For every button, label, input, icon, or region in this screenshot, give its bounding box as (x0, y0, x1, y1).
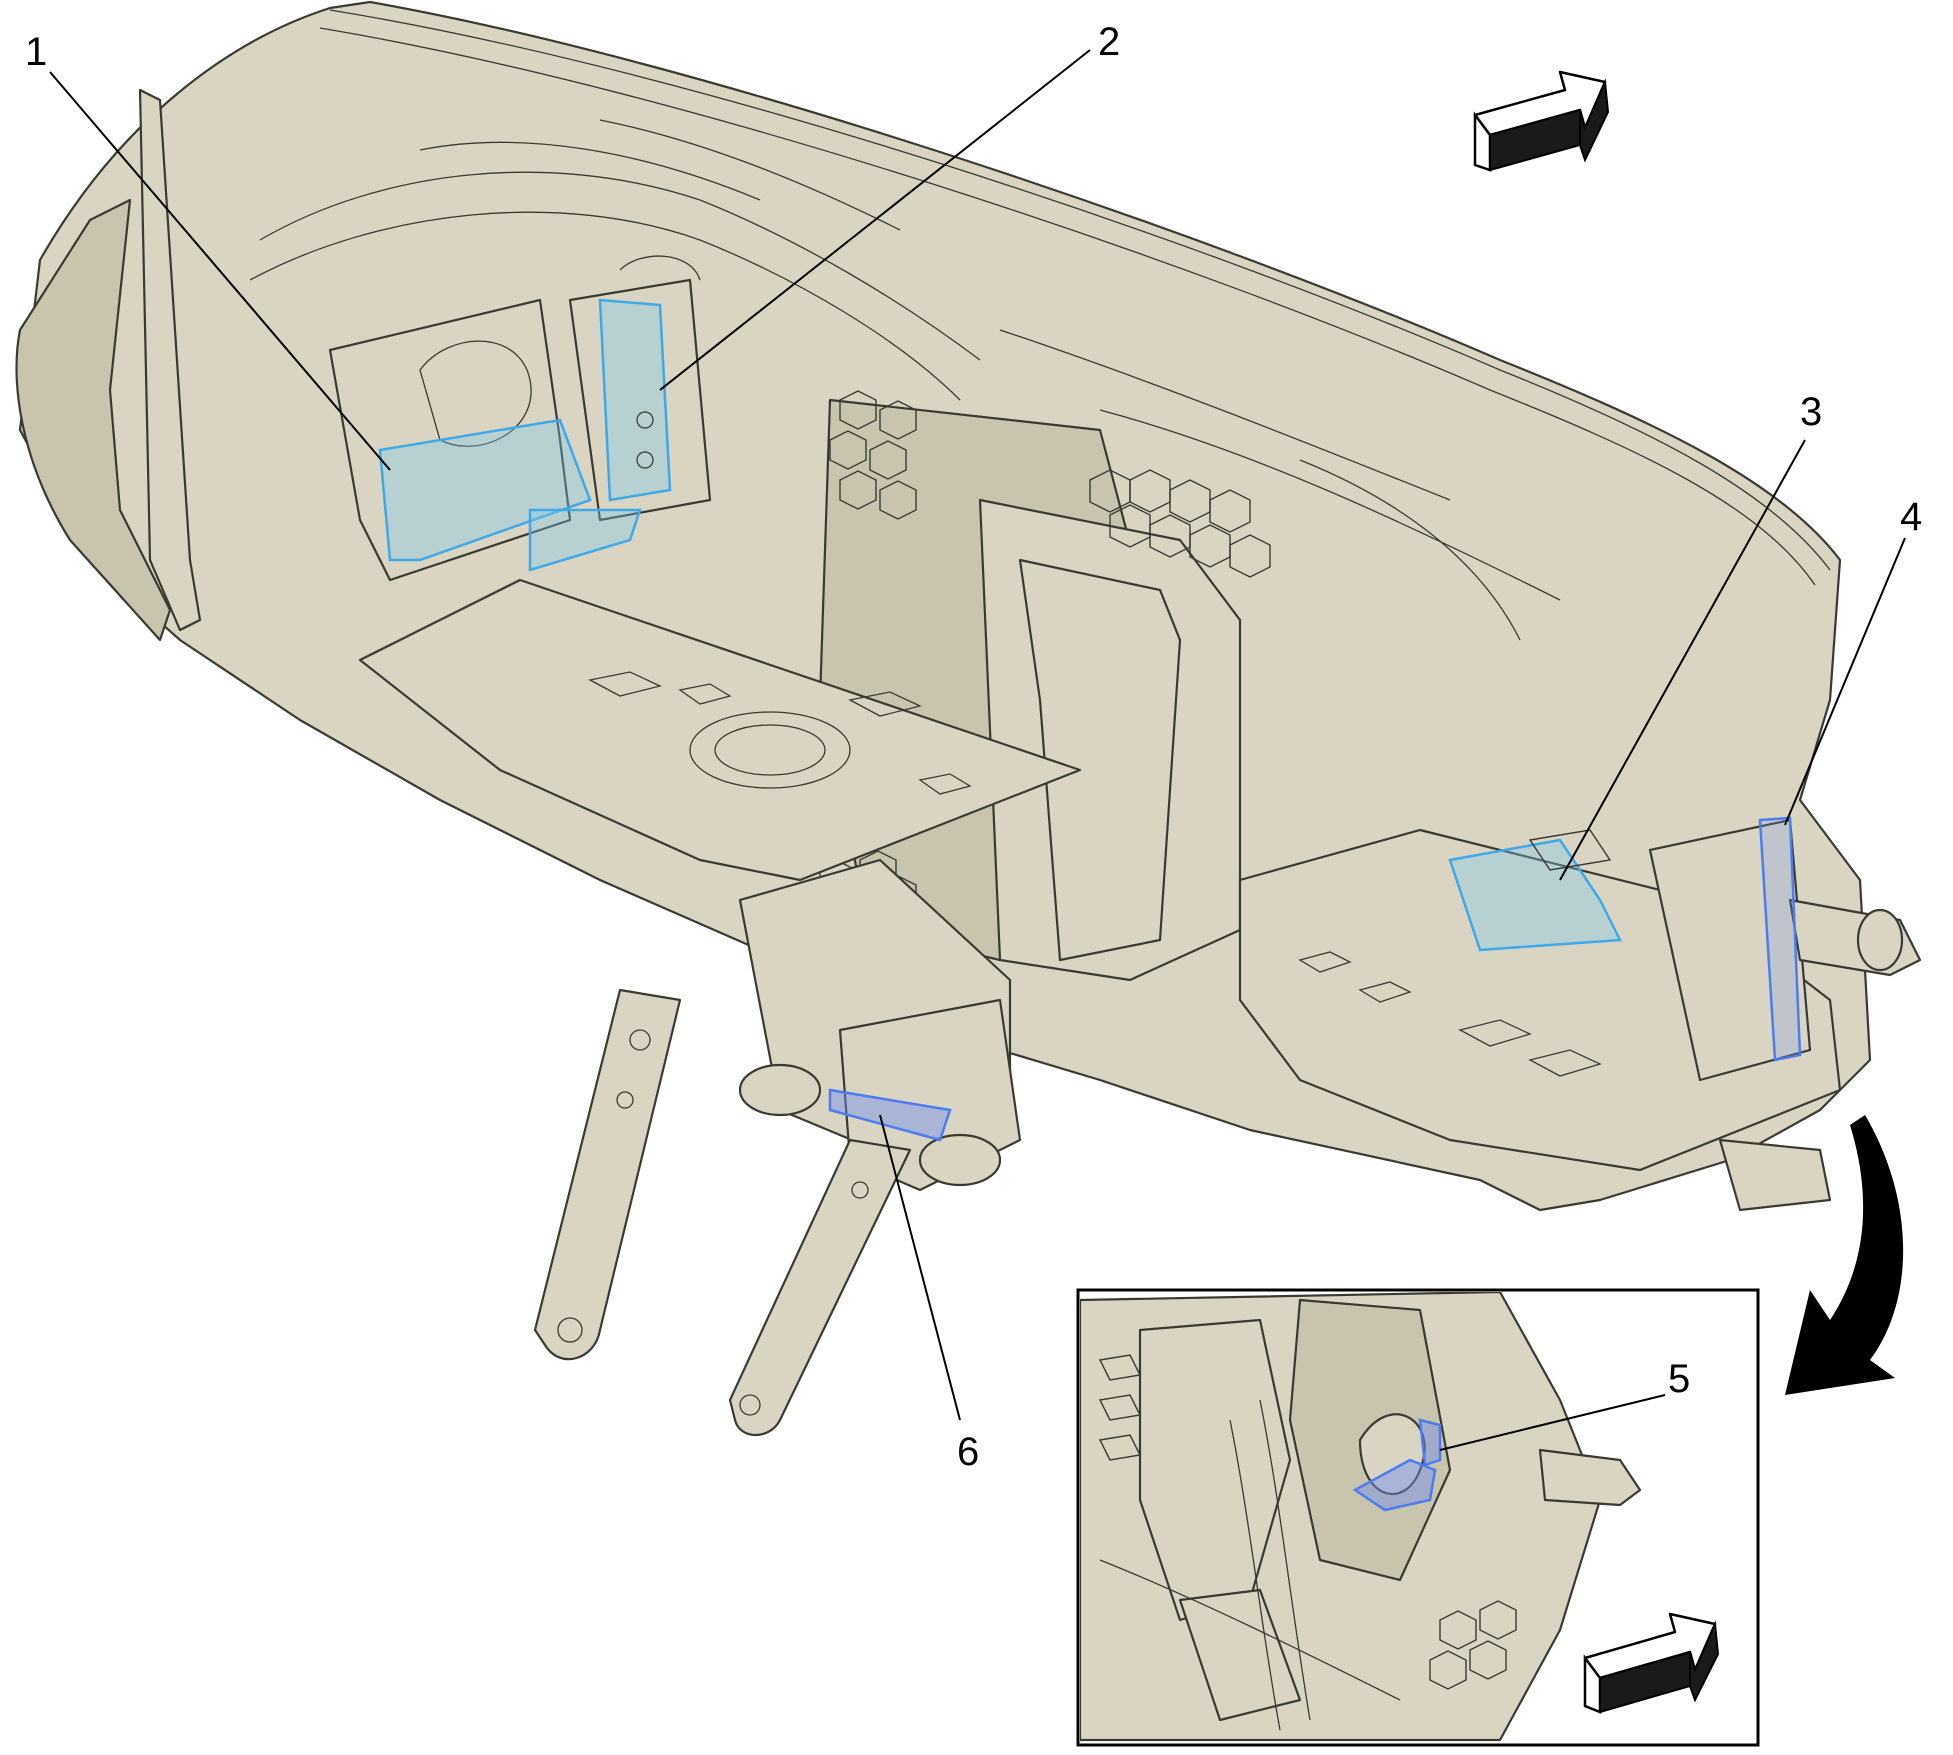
callout-5: 5 (1439, 1357, 1690, 1451)
callout-6: 6 (879, 1114, 979, 1474)
forward-direction-arrow-icon (1473, 70, 1610, 172)
callout-2: 2 (659, 20, 1120, 391)
svg-text:2: 2 (1098, 20, 1120, 64)
svg-text:3: 3 (1800, 390, 1822, 434)
component-1-highlight (378, 418, 642, 572)
inset-forward-direction-arrow-icon (1583, 1612, 1720, 1714)
curved-pointer-arrow-icon (1785, 1115, 1904, 1395)
hvac-hex-mesh-left (829, 390, 917, 520)
svg-text:1: 1 (25, 30, 47, 74)
callout-4: 4 (1784, 495, 1922, 826)
svg-text:5: 5 (1668, 1357, 1690, 1401)
hvac-hex-mesh-upper (1089, 469, 1271, 578)
right-support-brace (728, 1138, 912, 1436)
component-4-highlight (1758, 816, 1802, 1062)
callout-3: 3 (1559, 390, 1822, 881)
component-5-highlight (1352, 1418, 1442, 1512)
left-support-brace (533, 988, 682, 1361)
instrument-panel-assembly (15, 0, 1922, 1436)
component-2-highlight (598, 298, 672, 502)
svg-text:6: 6 (957, 1430, 979, 1474)
component-3-highlight (1448, 829, 1622, 952)
callout-1: 1 (25, 30, 391, 471)
detail-inset: 5 (1076, 1288, 1760, 1747)
svg-text:4: 4 (1900, 495, 1922, 539)
component-6-highlight (828, 1088, 952, 1142)
